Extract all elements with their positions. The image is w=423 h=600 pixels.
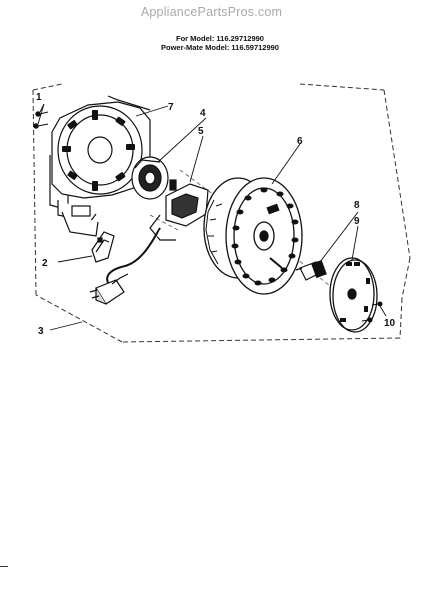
- assembly-boundary: [32, 83, 411, 343]
- cord-reel: [203, 177, 303, 295]
- callout-10: 10: [384, 318, 396, 329]
- callout-3: 3: [38, 326, 44, 337]
- callout-5: 5: [198, 126, 204, 137]
- callout-7: 7: [168, 102, 174, 113]
- callout-4: 4: [200, 108, 206, 119]
- cover-screws: [361, 301, 383, 323]
- callout-2: 2: [42, 258, 48, 269]
- page-edge-mark: [0, 566, 8, 567]
- model-number-label: For Model: 116.29712990: [176, 34, 264, 43]
- site-watermark: AppliancePartsPros.com: [140, 5, 283, 19]
- cover-plate: [329, 257, 378, 333]
- cord-clip: [91, 231, 115, 263]
- contact-block: [149, 179, 209, 241]
- model-header: For Model: 116.29712990 Power-Mate Model…: [150, 34, 290, 52]
- power-cord: [106, 227, 161, 289]
- callout-8: 8: [354, 200, 360, 211]
- callout-6: 6: [297, 136, 303, 147]
- reel-axle: [295, 259, 327, 281]
- bearing-disk: [131, 156, 169, 200]
- callout-1: 1: [36, 92, 42, 103]
- callout-9: 9: [354, 216, 360, 227]
- plug: [89, 273, 129, 305]
- leader-lines: [37, 103, 387, 331]
- power-mate-model-label: Power-Mate Model: 116.59712990: [161, 43, 279, 52]
